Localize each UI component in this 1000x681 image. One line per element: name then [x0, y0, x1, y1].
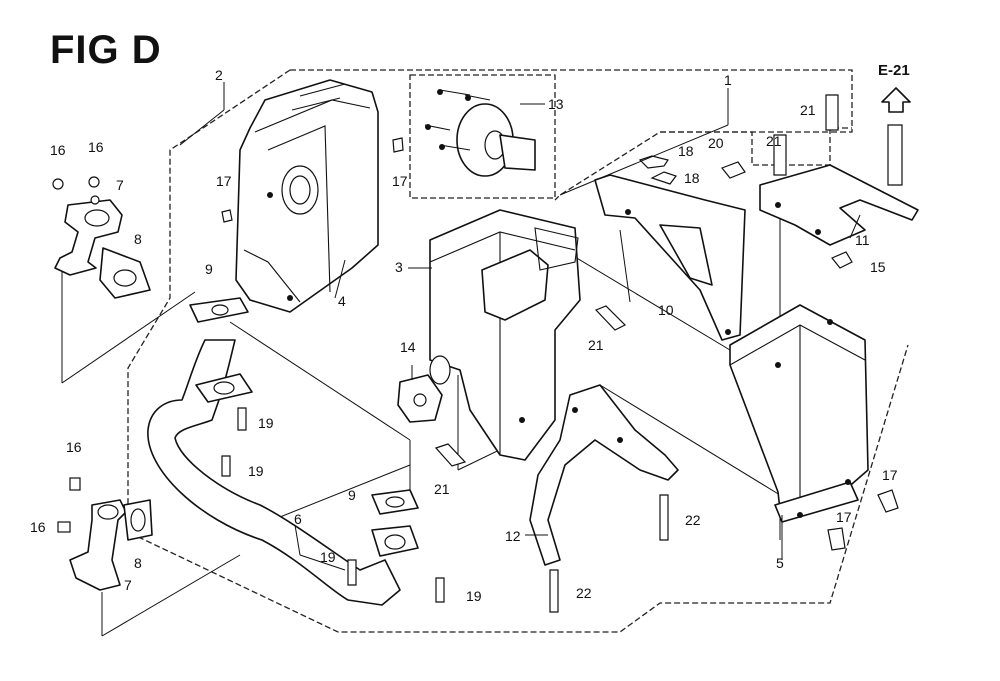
- callout-8-lower: 8: [134, 555, 142, 571]
- muffler-protector: [235, 79, 379, 313]
- callout-3: 3: [395, 259, 403, 275]
- bolt-19-b: [221, 455, 231, 477]
- bolt-19-d: [435, 577, 445, 603]
- bolt-21-ref: [887, 124, 903, 186]
- callout-15: 15: [870, 259, 886, 275]
- lower-stay: [529, 384, 679, 566]
- callout-2: 2: [215, 67, 223, 83]
- callout-16-a: 16: [50, 142, 66, 158]
- bolt-19-a: [237, 407, 247, 431]
- callout-17-a: 17: [216, 173, 232, 189]
- exhaust-pipe: [147, 339, 419, 606]
- figure-title: FIG D: [50, 28, 162, 72]
- heat-shield-clip: [397, 374, 443, 423]
- muffler-bracket: [594, 174, 746, 341]
- muffler-stay: [759, 164, 919, 246]
- callout-11: 11: [855, 232, 870, 248]
- frame-left-assembly: [127, 69, 909, 633]
- callout-13: 13: [548, 96, 564, 112]
- callout-1: 1: [724, 72, 732, 88]
- bolt-21-mid: [594, 305, 627, 331]
- bolt-15: [831, 251, 853, 269]
- callout-12: 12: [505, 528, 521, 544]
- bolt-21-upper: [773, 134, 787, 176]
- callout-20: 20: [708, 135, 724, 151]
- upper-exhaust-elbow: [52, 176, 151, 299]
- bolt-17-muffler: [392, 137, 404, 153]
- callout-21-c: 21: [588, 337, 604, 353]
- bolt-21-lower: [434, 443, 467, 467]
- callout-17-d: 17: [836, 509, 852, 525]
- callout-22-b: 22: [576, 585, 592, 601]
- callout-17-b: 17: [392, 173, 408, 189]
- bolt-21-top: [825, 94, 839, 131]
- gasket-lower: [371, 489, 419, 515]
- bolt-22-upper: [659, 494, 669, 541]
- bolt-17-lower: [827, 527, 846, 551]
- bolt-17-right: [877, 489, 899, 513]
- callout-8-upper: 8: [134, 231, 142, 247]
- callout-19-b: 19: [248, 463, 264, 479]
- callout-7-upper: 7: [116, 177, 124, 193]
- muffler: [429, 209, 581, 461]
- callout-4: 4: [338, 293, 346, 309]
- bolt-22-lower: [549, 569, 559, 613]
- callout-9-lower: 9: [348, 487, 356, 503]
- callout-21-b: 21: [800, 102, 816, 118]
- callout-14: 14: [400, 339, 416, 355]
- callout-18-a: 18: [678, 143, 694, 159]
- frame-muffler-left: [290, 69, 853, 201]
- bolt-18a: [638, 155, 669, 169]
- heat-protector-kit: [424, 89, 536, 177]
- callout-16-b: 16: [88, 139, 104, 155]
- callout-19-a: 19: [258, 415, 274, 431]
- callout-21-d: 21: [434, 481, 450, 497]
- lower-exhaust-elbow: [57, 477, 153, 591]
- callout-9-upper: 9: [205, 261, 213, 277]
- gasket-upper: [189, 297, 249, 323]
- callout-22-a: 22: [685, 512, 701, 528]
- callout-17-c: 17: [882, 467, 898, 483]
- callout-19-d: 19: [466, 588, 482, 604]
- bolt-18b: [650, 171, 677, 185]
- callout-18-b: 18: [684, 170, 700, 186]
- muffler-cover: [729, 304, 869, 523]
- callout-7-lower: 7: [124, 577, 132, 593]
- bolt-20: [721, 161, 746, 179]
- reference-arrow: [881, 87, 911, 113]
- frame-heat-protector-kit: [409, 74, 556, 199]
- callout-16-c: 16: [66, 439, 82, 455]
- callout-16-d: 16: [30, 519, 46, 535]
- callout-21-a: 21: [766, 133, 782, 149]
- bolt-17-upper-left: [221, 209, 233, 223]
- callout-6: 6: [294, 511, 302, 527]
- callout-19-c: 19: [320, 549, 336, 565]
- callout-labels: 2 1 3 4 5 6 7 7 8 8 9 9 10 11 12 13 14 1…: [30, 67, 898, 604]
- bolts: [221, 94, 903, 613]
- leader-lines: [179, 82, 861, 571]
- reference-label: E-21: [878, 62, 910, 79]
- bolt-19-c: [347, 559, 357, 586]
- callout-10: 10: [658, 302, 674, 318]
- callout-5: 5: [776, 555, 784, 571]
